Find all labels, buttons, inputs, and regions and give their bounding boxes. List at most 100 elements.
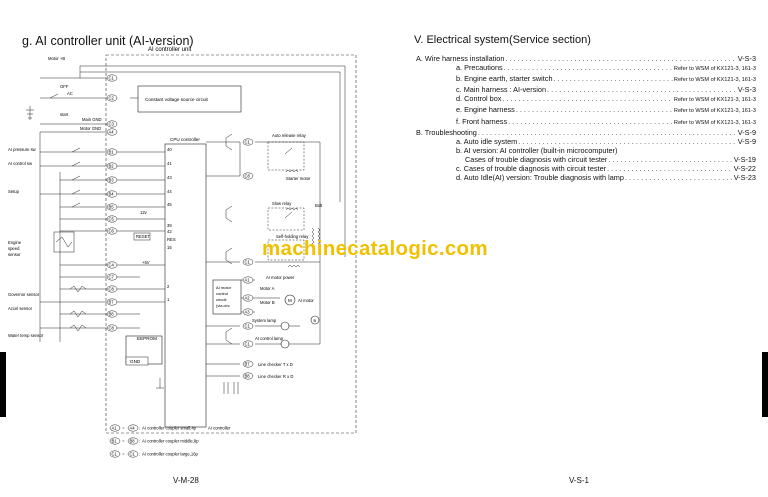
toc-entry: d. Auto Idle(AI) version: Trouble diagno… bbox=[416, 173, 756, 182]
toc-leader-dots bbox=[518, 137, 737, 146]
gnd-label: GND bbox=[130, 359, 141, 364]
motor-ctrl-label-3: circuit bbox=[216, 297, 227, 302]
svg-text:C1: C1 bbox=[109, 76, 115, 81]
toc-entry-label: Cases of trouble diagnosis with circuit … bbox=[465, 154, 608, 164]
right-page-number: V-S-1 bbox=[569, 476, 590, 485]
svg-text:C1: C1 bbox=[245, 140, 251, 145]
toc-entry-page: Refer to WSM of KX121-3, 161-3 bbox=[673, 77, 756, 84]
svg-text:C3: C3 bbox=[109, 122, 115, 127]
legend-row-small: A1 ~ A4 : AI controller coupler small,4p bbox=[109, 424, 197, 432]
toc-entry-label: c. Main harness : AI-version bbox=[456, 85, 547, 95]
pin-c6-left: C6 bbox=[106, 227, 118, 235]
cpu-pin-42: 42 bbox=[167, 229, 172, 234]
svg-text:~: ~ bbox=[122, 426, 125, 431]
toc-leader-dots bbox=[608, 155, 732, 164]
pin-c1-left: C1 bbox=[106, 74, 118, 82]
label-motor-a: Motor A bbox=[260, 286, 275, 291]
left-edge-tab bbox=[0, 352, 6, 417]
svg-text:B8: B8 bbox=[245, 374, 251, 379]
svg-text::: : bbox=[139, 426, 140, 431]
svg-text:C8: C8 bbox=[109, 287, 115, 292]
svg-text:B7: B7 bbox=[109, 300, 115, 305]
cpu-pin-41: 41 bbox=[167, 161, 172, 166]
pin-b4-left: B4 bbox=[106, 190, 118, 198]
toc-entry: a. Auto idle systemV-S-9 bbox=[416, 137, 756, 146]
system-lamp-icon bbox=[280, 321, 290, 331]
cpu-pin-15: 15 bbox=[167, 245, 172, 250]
pin-b7-left: B7 bbox=[106, 298, 118, 306]
svg-text:AI controller coupler middle,8: AI controller coupler middle,8p bbox=[142, 439, 199, 444]
pin-a1-right: A1 bbox=[242, 276, 254, 284]
label-12v: 12v bbox=[140, 210, 148, 215]
svg-text:B8: B8 bbox=[109, 312, 115, 317]
toc-entry: c. Main harness : AI-versionV-S-3 bbox=[416, 85, 756, 94]
toc-entry-label: a. Auto idle system bbox=[456, 136, 518, 146]
toc-entry: a. PrecautionsRefer to WSM of KX121-3, 1… bbox=[416, 63, 756, 74]
toc-entry-page: V-S-22 bbox=[733, 164, 756, 174]
svg-text:B1: B1 bbox=[109, 150, 115, 155]
connector-legend: A1 ~ A4 : AI controller coupler small,4p… bbox=[109, 424, 231, 458]
ai-motor-letter: M bbox=[288, 298, 292, 303]
label-line-checker-rx: Line checker R x D bbox=[258, 374, 293, 379]
unit-title: AI controller unit bbox=[148, 47, 192, 53]
toc-leader-dots bbox=[478, 128, 737, 137]
svg-text:C8: C8 bbox=[109, 326, 115, 331]
toc-entry-label: d. Auto Idle(AI) version: Trouble diagno… bbox=[456, 173, 624, 183]
toc-entry-label: c. Cases of trouble diagnosis with circu… bbox=[456, 164, 607, 174]
label-ai-motor-power: AI motor power bbox=[266, 275, 295, 280]
svg-text:C1: C1 bbox=[130, 452, 136, 457]
toc-entry: b. Engine earth, starter switch Refer to … bbox=[416, 74, 756, 85]
pin-b3-left: B3 bbox=[106, 176, 118, 184]
label-ac: AC bbox=[67, 91, 73, 96]
svg-text:C6: C6 bbox=[109, 229, 115, 234]
svg-text:A4: A4 bbox=[130, 426, 136, 431]
left-page: g. AI controller unit (AI-version) AI co… bbox=[0, 34, 357, 485]
toc-entry-label: f. Front harness bbox=[456, 116, 508, 126]
top-bus-lines bbox=[79, 65, 346, 257]
label-reset: RESET bbox=[136, 234, 150, 239]
pin-c7-left: C7 bbox=[106, 273, 118, 281]
pin-c8-left: C8 bbox=[106, 285, 118, 293]
svg-text:C1: C1 bbox=[245, 342, 251, 347]
label-starter-motor: Starter motor bbox=[286, 176, 311, 181]
label-setup: Setup bbox=[8, 189, 20, 194]
transistors bbox=[225, 133, 233, 345]
pin-c8b-left: C8 bbox=[106, 324, 118, 332]
label-start: start bbox=[60, 112, 69, 117]
pin-c2-left: C2 bbox=[106, 94, 118, 102]
toc-entry-page: Refer to WSM of KX121-3, 161-3 bbox=[673, 108, 756, 115]
label-governor-sensor: Governor sensor bbox=[8, 292, 40, 297]
right-pin-column: C1 C8 C1 A1 A2 A3 C1 C1 B7 B8 bbox=[242, 138, 254, 380]
auto-release-relay bbox=[267, 141, 305, 171]
pin-a3-right: A3 bbox=[242, 308, 254, 316]
toc-entry-page: Refer to WSM of KX121-3, 161-3 bbox=[673, 66, 756, 73]
label-ai-control-lamp: AI control lamp bbox=[255, 336, 284, 341]
toc-leader-dots bbox=[607, 164, 733, 173]
pin-c4-left: C4 bbox=[106, 261, 118, 269]
toc-leader-dots bbox=[505, 54, 736, 63]
svg-text:C1: C1 bbox=[112, 452, 118, 457]
pin-b1-left: B1 bbox=[106, 148, 118, 156]
toc-entry-page: V-S-19 bbox=[733, 154, 756, 164]
label-bolt: Bolt bbox=[315, 203, 323, 208]
legend-row-large: C1 ~ C1 : AI controller coupler large,16… bbox=[109, 450, 199, 458]
label-engine-speed-2: speed bbox=[8, 246, 20, 251]
pin-b2-left: B2 bbox=[106, 162, 118, 170]
right-page: V. Electrical system(Service section) A.… bbox=[384, 0, 768, 497]
toc-entry: A. Wire harness installationV-S-3 bbox=[416, 54, 756, 63]
cpu-pin-2: 2 bbox=[167, 284, 170, 289]
label-system-lamp: System lamp bbox=[252, 318, 277, 323]
label-self-holding-relay: Self-holding relay bbox=[276, 234, 309, 239]
svg-text:C2: C2 bbox=[109, 96, 115, 101]
pin-c3-left: C3 bbox=[106, 120, 118, 128]
label-5v: +5V bbox=[142, 260, 150, 265]
pin-b8-left: B8 bbox=[106, 310, 118, 318]
pin-b7-right: B7 bbox=[242, 360, 254, 368]
cpu-label: CPU controller bbox=[170, 137, 200, 142]
switch-symbols bbox=[26, 93, 164, 389]
svg-text:AI controller coupler large,16: AI controller coupler large,16p bbox=[142, 452, 199, 457]
toc-entry-label: b. Engine earth, starter switch bbox=[456, 74, 553, 84]
toc-entry: d. Control boxRefer to WSM of KX121-3, 1… bbox=[416, 94, 756, 105]
svg-text:C4: C4 bbox=[109, 263, 115, 268]
motor-ctrl-label-4: (via.circ bbox=[216, 303, 230, 308]
